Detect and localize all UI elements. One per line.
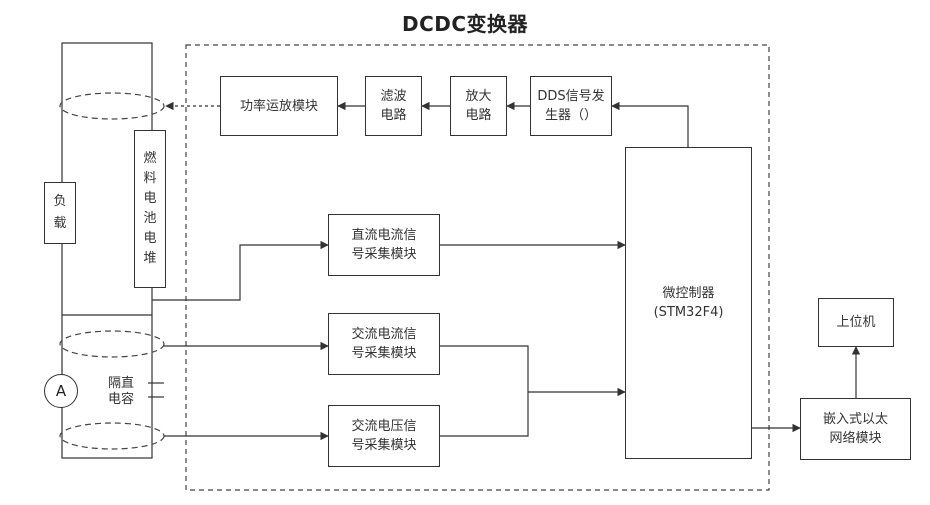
arrow-mcu-to-dds xyxy=(612,106,688,147)
amplifier-label: 放大 电路 xyxy=(465,87,491,125)
filter-block: 滤波 电路 xyxy=(365,76,422,136)
dds-block: DDS信号发 生器（） xyxy=(530,76,612,136)
dds-label: DDS信号发 生器（） xyxy=(537,87,604,125)
ac-voltage-label: 交流电压信 号采集模块 xyxy=(351,417,416,455)
ac-voltage-block: 交流电压信 号采集模块 xyxy=(328,405,440,467)
load-block: 负 载 xyxy=(44,182,76,244)
mcu-block: 微控制器 (STM32F4) xyxy=(625,147,752,459)
fuel-cell-block: 燃 料 电 池 电 堆 xyxy=(134,130,166,288)
load-label: 负 载 xyxy=(53,191,66,235)
ethernet-block: 嵌入式以太 网络模块 xyxy=(800,398,911,460)
clamp-ellipse-bottom xyxy=(60,423,164,449)
dc-current-block: 直流电流信 号采集模块 xyxy=(328,214,440,276)
diagram-title: DCDC变换器 xyxy=(330,8,600,37)
ammeter-label: A xyxy=(56,382,66,400)
ac-current-label: 交流电流信 号采集模块 xyxy=(351,325,416,363)
amplifier-block: 放大 电路 xyxy=(450,76,507,136)
mcu-label: 微控制器 (STM32F4) xyxy=(654,284,724,322)
ac-current-block: 交流电流信 号采集模块 xyxy=(328,313,440,375)
ammeter-symbol: A xyxy=(44,374,78,408)
filter-label: 滤波 电路 xyxy=(380,87,406,125)
dc-current-label: 直流电流信 号采集模块 xyxy=(351,226,416,264)
fuel-cell-label: 燃 料 电 池 电 堆 xyxy=(143,149,156,269)
host-block: 上位机 xyxy=(818,298,894,347)
power-amp-label: 功率运放模块 xyxy=(240,97,318,116)
host-label: 上位机 xyxy=(836,313,875,332)
ethernet-label: 嵌入式以太 网络模块 xyxy=(823,410,888,448)
line-accurrent-merge xyxy=(440,346,528,436)
capacitor-label: 隔直 电容 xyxy=(108,376,134,408)
clamp-ellipse-top xyxy=(60,93,164,119)
arrow-fuelcell-to-dccurrent xyxy=(152,245,328,300)
clamp-ellipse-mid xyxy=(60,331,164,357)
power-amp-block: 功率运放模块 xyxy=(220,76,338,136)
